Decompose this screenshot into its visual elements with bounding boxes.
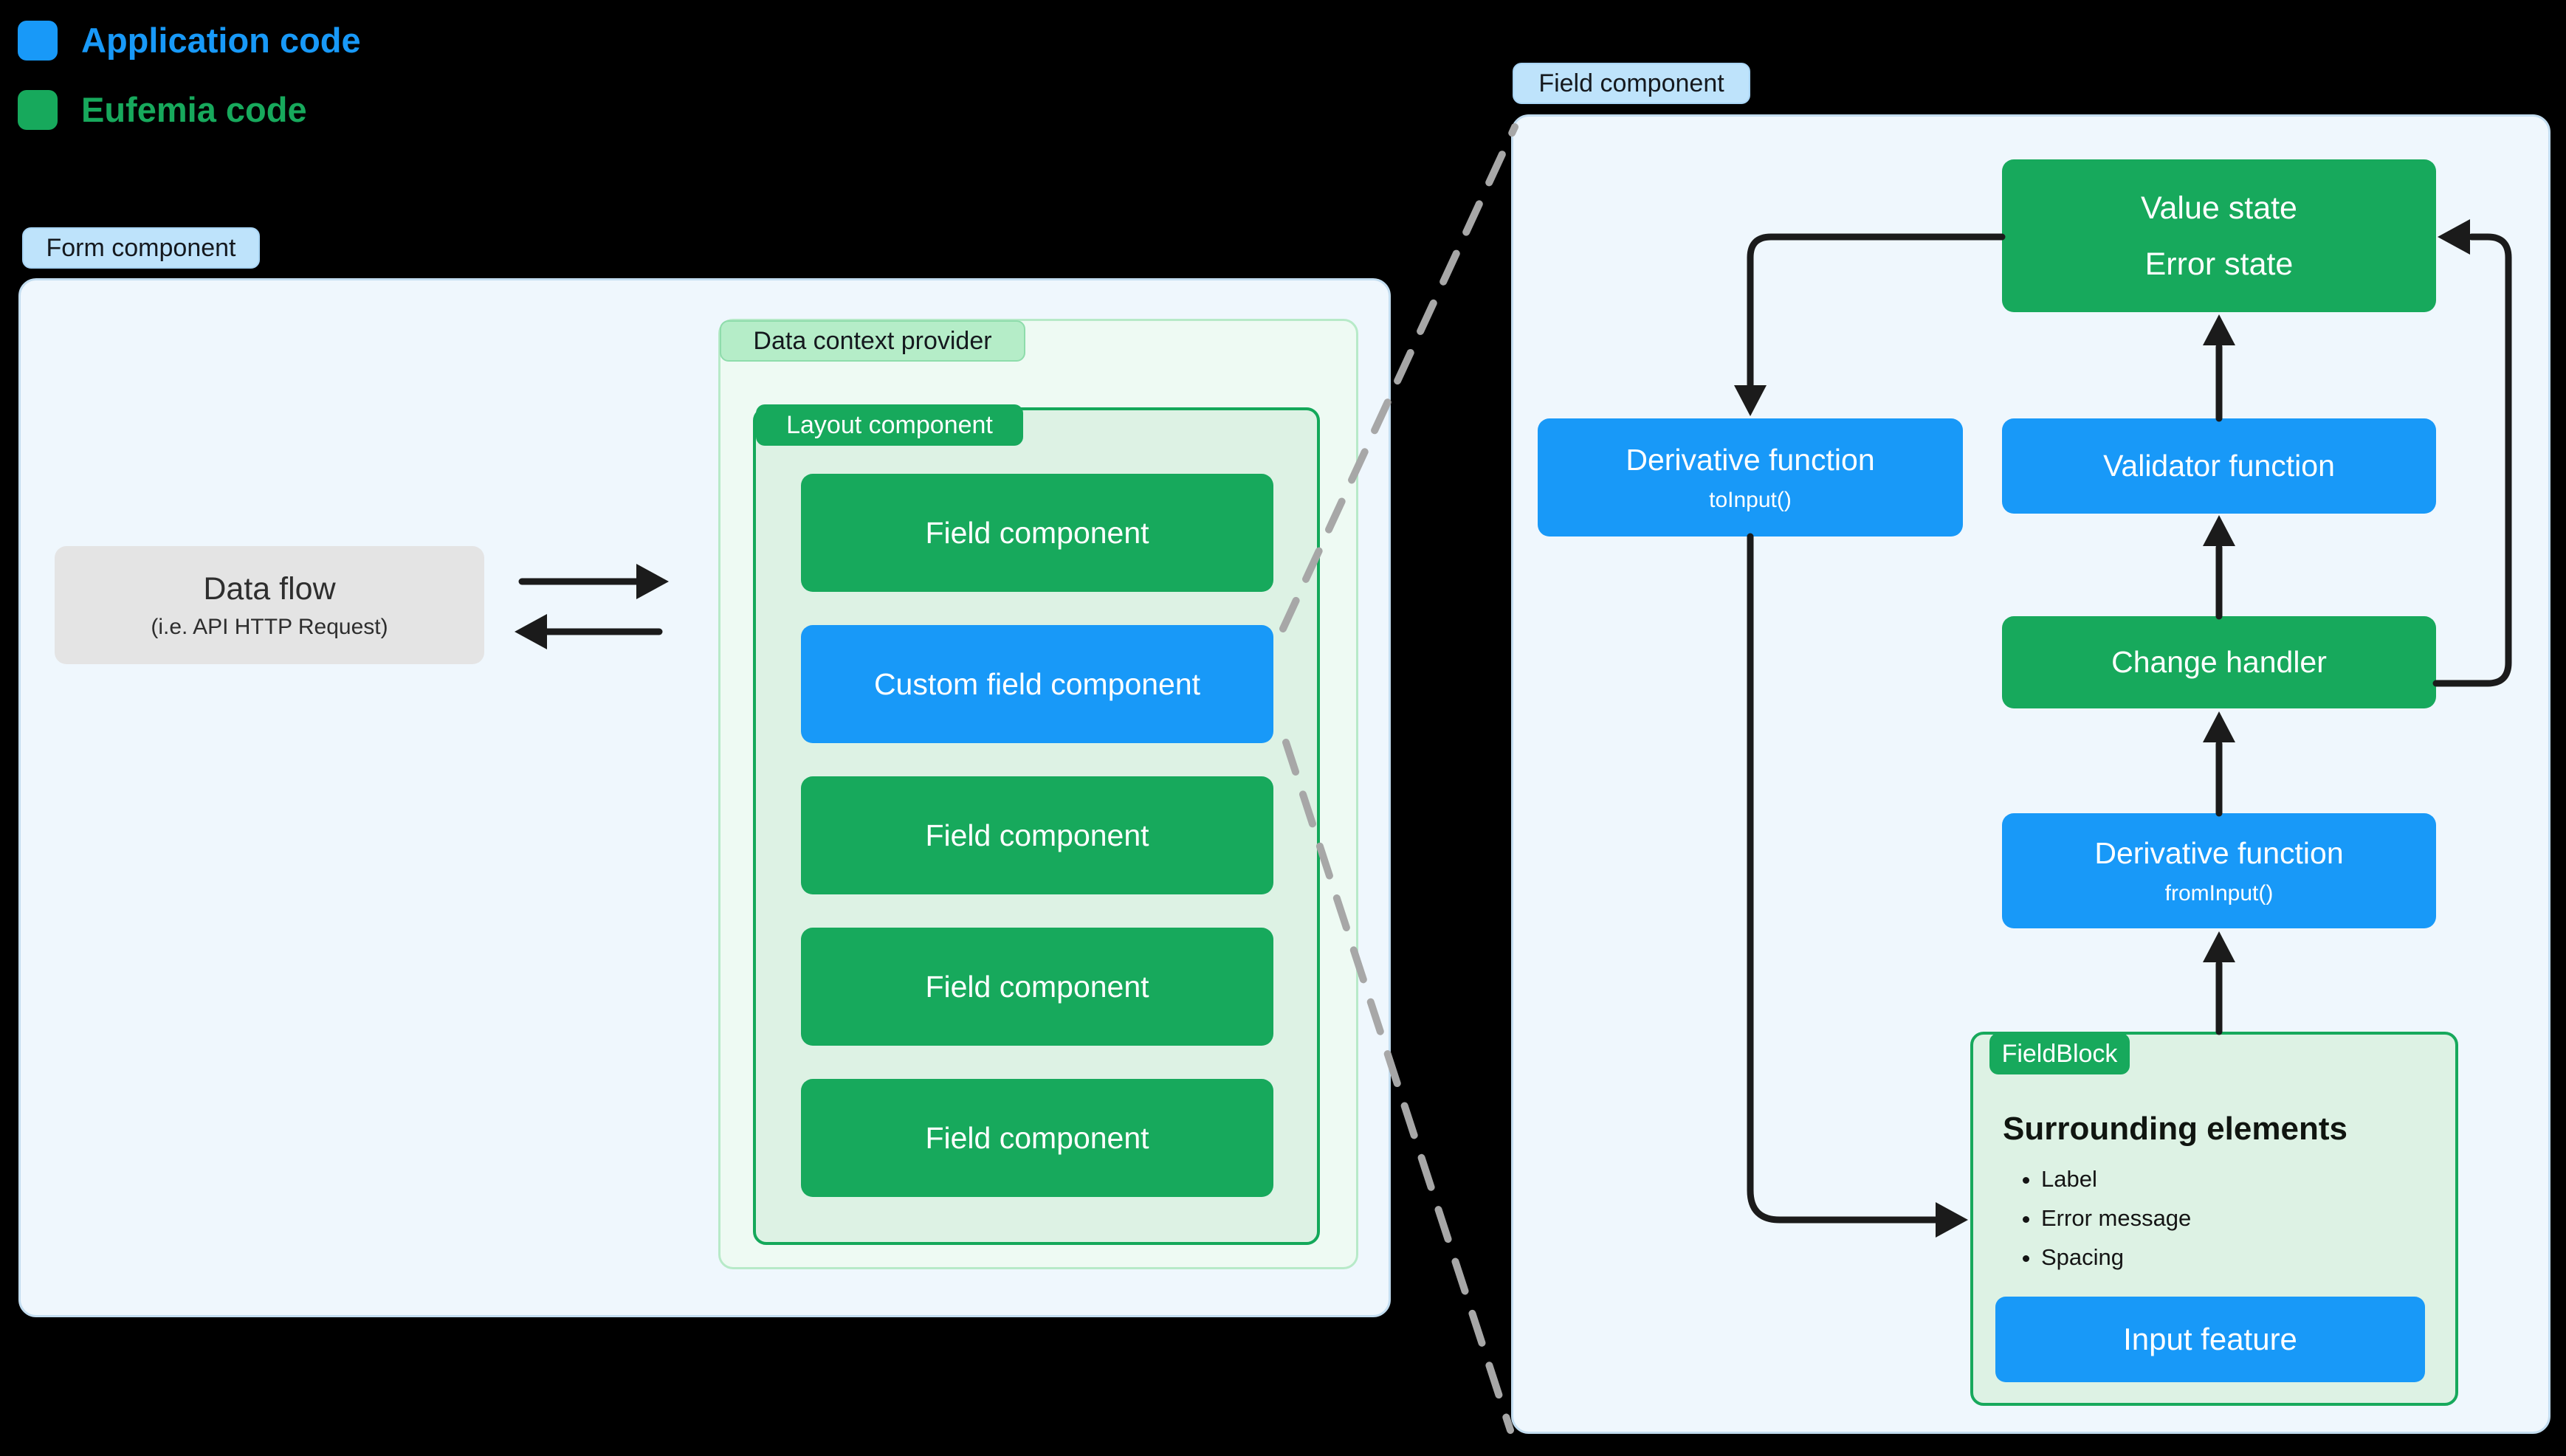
value-state-box: Value state Error state (2002, 159, 2436, 312)
list-item-error-message: Error message (2041, 1205, 2191, 1232)
value-state-line: Value state (2141, 190, 2297, 226)
derivative-function-toinput-box: Derivative function toInput() (1538, 418, 1963, 536)
field-component-label: Field component (925, 515, 1149, 550)
change-handler-box: Change handler (2002, 616, 2436, 708)
legend-eufemia-label: Eufemia code (81, 90, 307, 129)
form-component-tag: Form component (22, 227, 260, 269)
field-component-detail-tag: Field component (1513, 63, 1750, 104)
data-flow-subtitle: (i.e. API HTTP Request) (151, 614, 388, 639)
data-flow-title: Data flow (203, 570, 336, 607)
error-state-line: Error state (2144, 246, 2294, 282)
derivative-toinput-title: Derivative function (1626, 442, 1875, 477)
list-item-spacing: Spacing (2041, 1244, 2191, 1271)
derivative-frominput-title: Derivative function (2094, 835, 2344, 870)
legend-application-swatch-icon (18, 21, 58, 61)
derivative-function-frominput-box: Derivative function fromInput() (2002, 813, 2436, 928)
field-component-box-1: Field component (801, 474, 1273, 592)
field-component-box-4: Field component (801, 928, 1273, 1046)
fieldblock-tag: FieldBlock (1989, 1033, 2130, 1074)
surrounding-elements-list: Label Error message Spacing (2012, 1166, 2191, 1283)
data-flow-box: Data flow (i.e. API HTTP Request) (55, 546, 484, 664)
derivative-frominput-subtitle: fromInput() (2164, 880, 2274, 905)
field-component-label: Field component (925, 1120, 1149, 1155)
legend-eufemia-swatch-icon (18, 90, 58, 130)
change-handler-label: Change handler (2111, 645, 2327, 679)
field-component-label: Field component (925, 969, 1149, 1004)
field-component-box-3: Field component (801, 776, 1273, 894)
data-context-provider-tag: Data context provider (720, 320, 1025, 362)
derivative-toinput-subtitle: toInput() (1709, 487, 1792, 512)
legend-application-label: Application code (81, 21, 361, 60)
custom-field-component-label: Custom field component (873, 666, 1201, 701)
validator-function-box: Validator function (2002, 418, 2436, 514)
field-component-box-5: Field component (801, 1079, 1273, 1197)
list-item-label: Label (2041, 1166, 2191, 1193)
input-feature-label: Input feature (2123, 1322, 2297, 1356)
surrounding-elements-heading: Surrounding elements (2003, 1111, 2347, 1147)
custom-field-component-box: Custom field component (801, 625, 1273, 743)
input-feature-box: Input feature (1995, 1297, 2425, 1382)
field-component-label: Field component (925, 818, 1149, 852)
validator-function-label: Validator function (2103, 449, 2335, 483)
layout-component-tag: Layout component (756, 404, 1023, 446)
